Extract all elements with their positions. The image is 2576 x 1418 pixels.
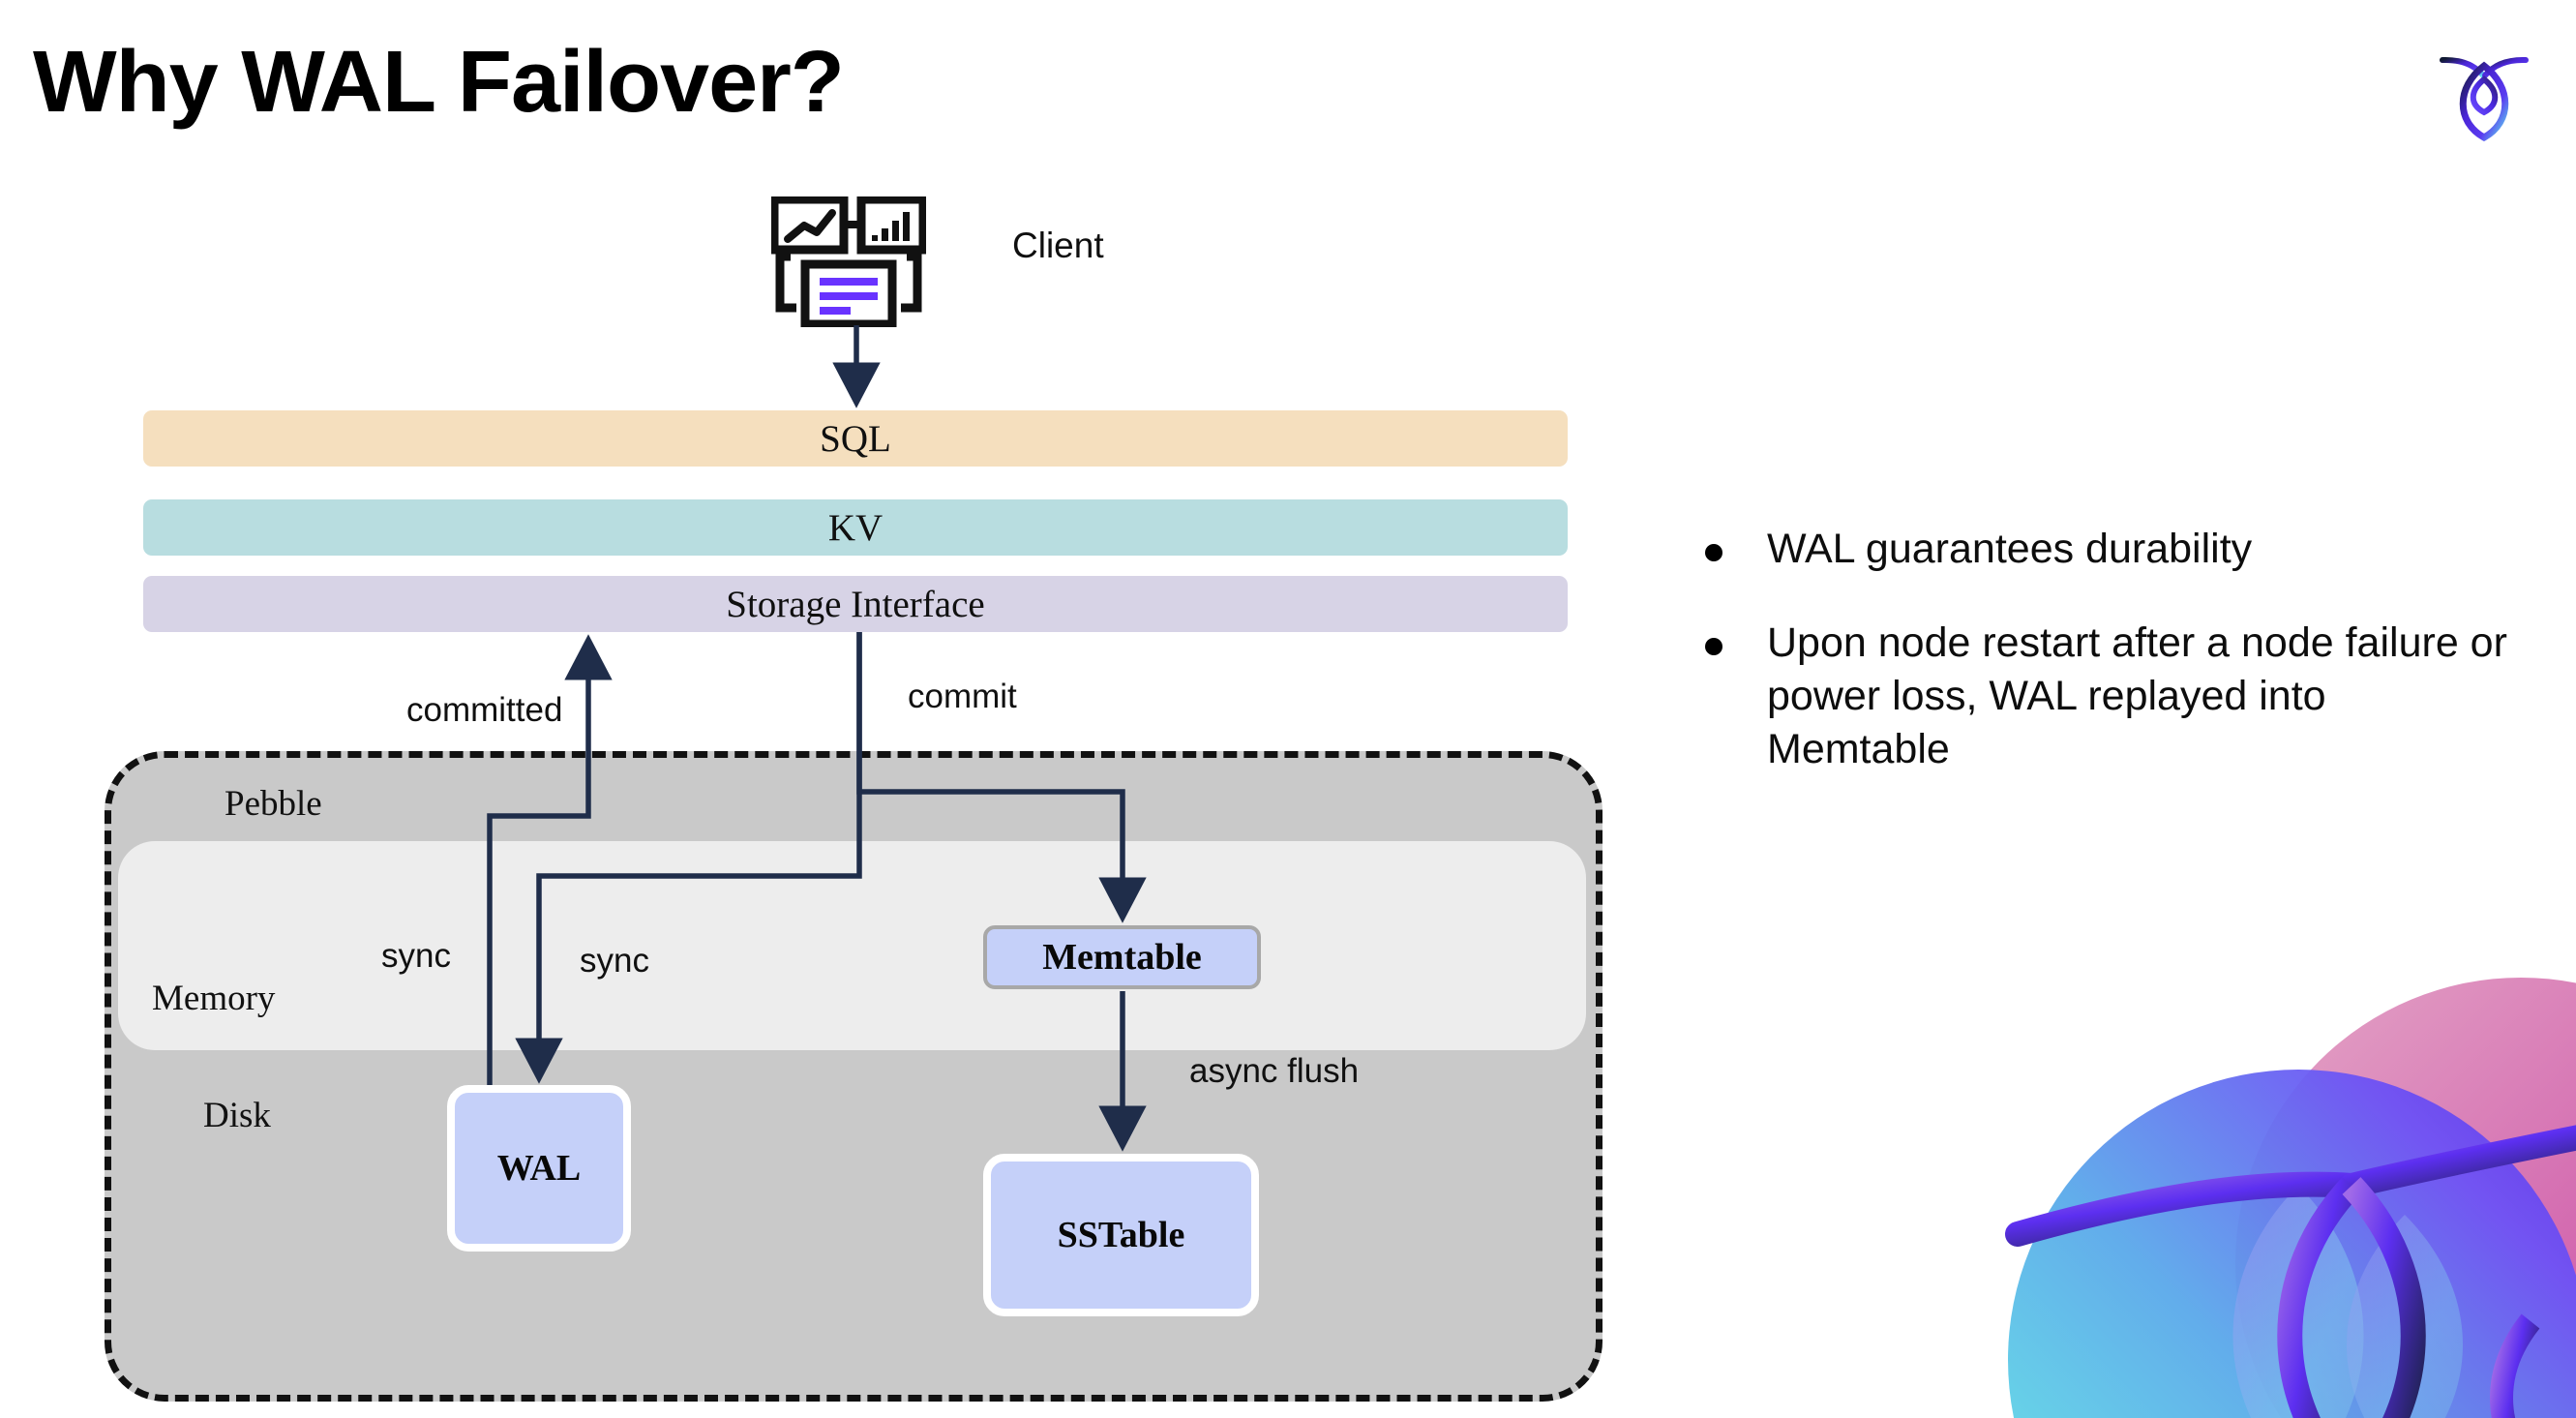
list-item: Upon node restart after a node failure o… (1705, 617, 2508, 776)
node-label-sstable: SSTable (1057, 1215, 1185, 1255)
layer-label-kv: KV (827, 506, 884, 549)
node-memtable: Memtable (983, 925, 1261, 989)
node-label-memtable: Memtable (1042, 937, 1202, 978)
bullet-text: WAL guarantees durability (1767, 526, 2253, 572)
memory-zone (118, 841, 1586, 1050)
layer-label-sql: SQL (820, 417, 891, 460)
node-label-wal: WAL (496, 1148, 582, 1189)
cockroach-leaf-logo-icon (2431, 41, 2537, 147)
layer-label-storage: Storage Interface (726, 583, 985, 625)
disk-label: Disk (203, 1096, 271, 1135)
client-dashboard-icon (769, 195, 928, 329)
cockroach-leaf-watermark-icon (1979, 944, 2576, 1418)
edge-label-commit: commit (908, 678, 1017, 715)
layer-bar-kv: KV (143, 499, 1568, 556)
edge-label-committed: committed (406, 691, 563, 729)
client-label: Client (1012, 226, 1104, 265)
bullet-list: WAL guarantees durability Upon node rest… (1705, 523, 2508, 817)
node-wal: WAL (447, 1085, 631, 1252)
edge-label-sync-left: sync (381, 937, 451, 975)
layer-bar-storage: Storage Interface (143, 576, 1568, 632)
memory-label: Memory (152, 979, 276, 1018)
page-title: Why WAL Failover? (33, 34, 845, 131)
edge-label-sync-right: sync (580, 942, 649, 980)
bullet-dot-icon (1705, 638, 1722, 656)
bullet-text: Upon node restart after a node failure o… (1767, 619, 2507, 773)
list-item: WAL guarantees durability (1705, 523, 2508, 576)
edge-label-async-flush: async flush (1189, 1052, 1360, 1090)
pebble-label: Pebble (225, 784, 322, 824)
node-sstable: SSTable (983, 1154, 1259, 1316)
bullet-dot-icon (1705, 544, 1722, 561)
layer-bar-sql: SQL (143, 410, 1568, 467)
